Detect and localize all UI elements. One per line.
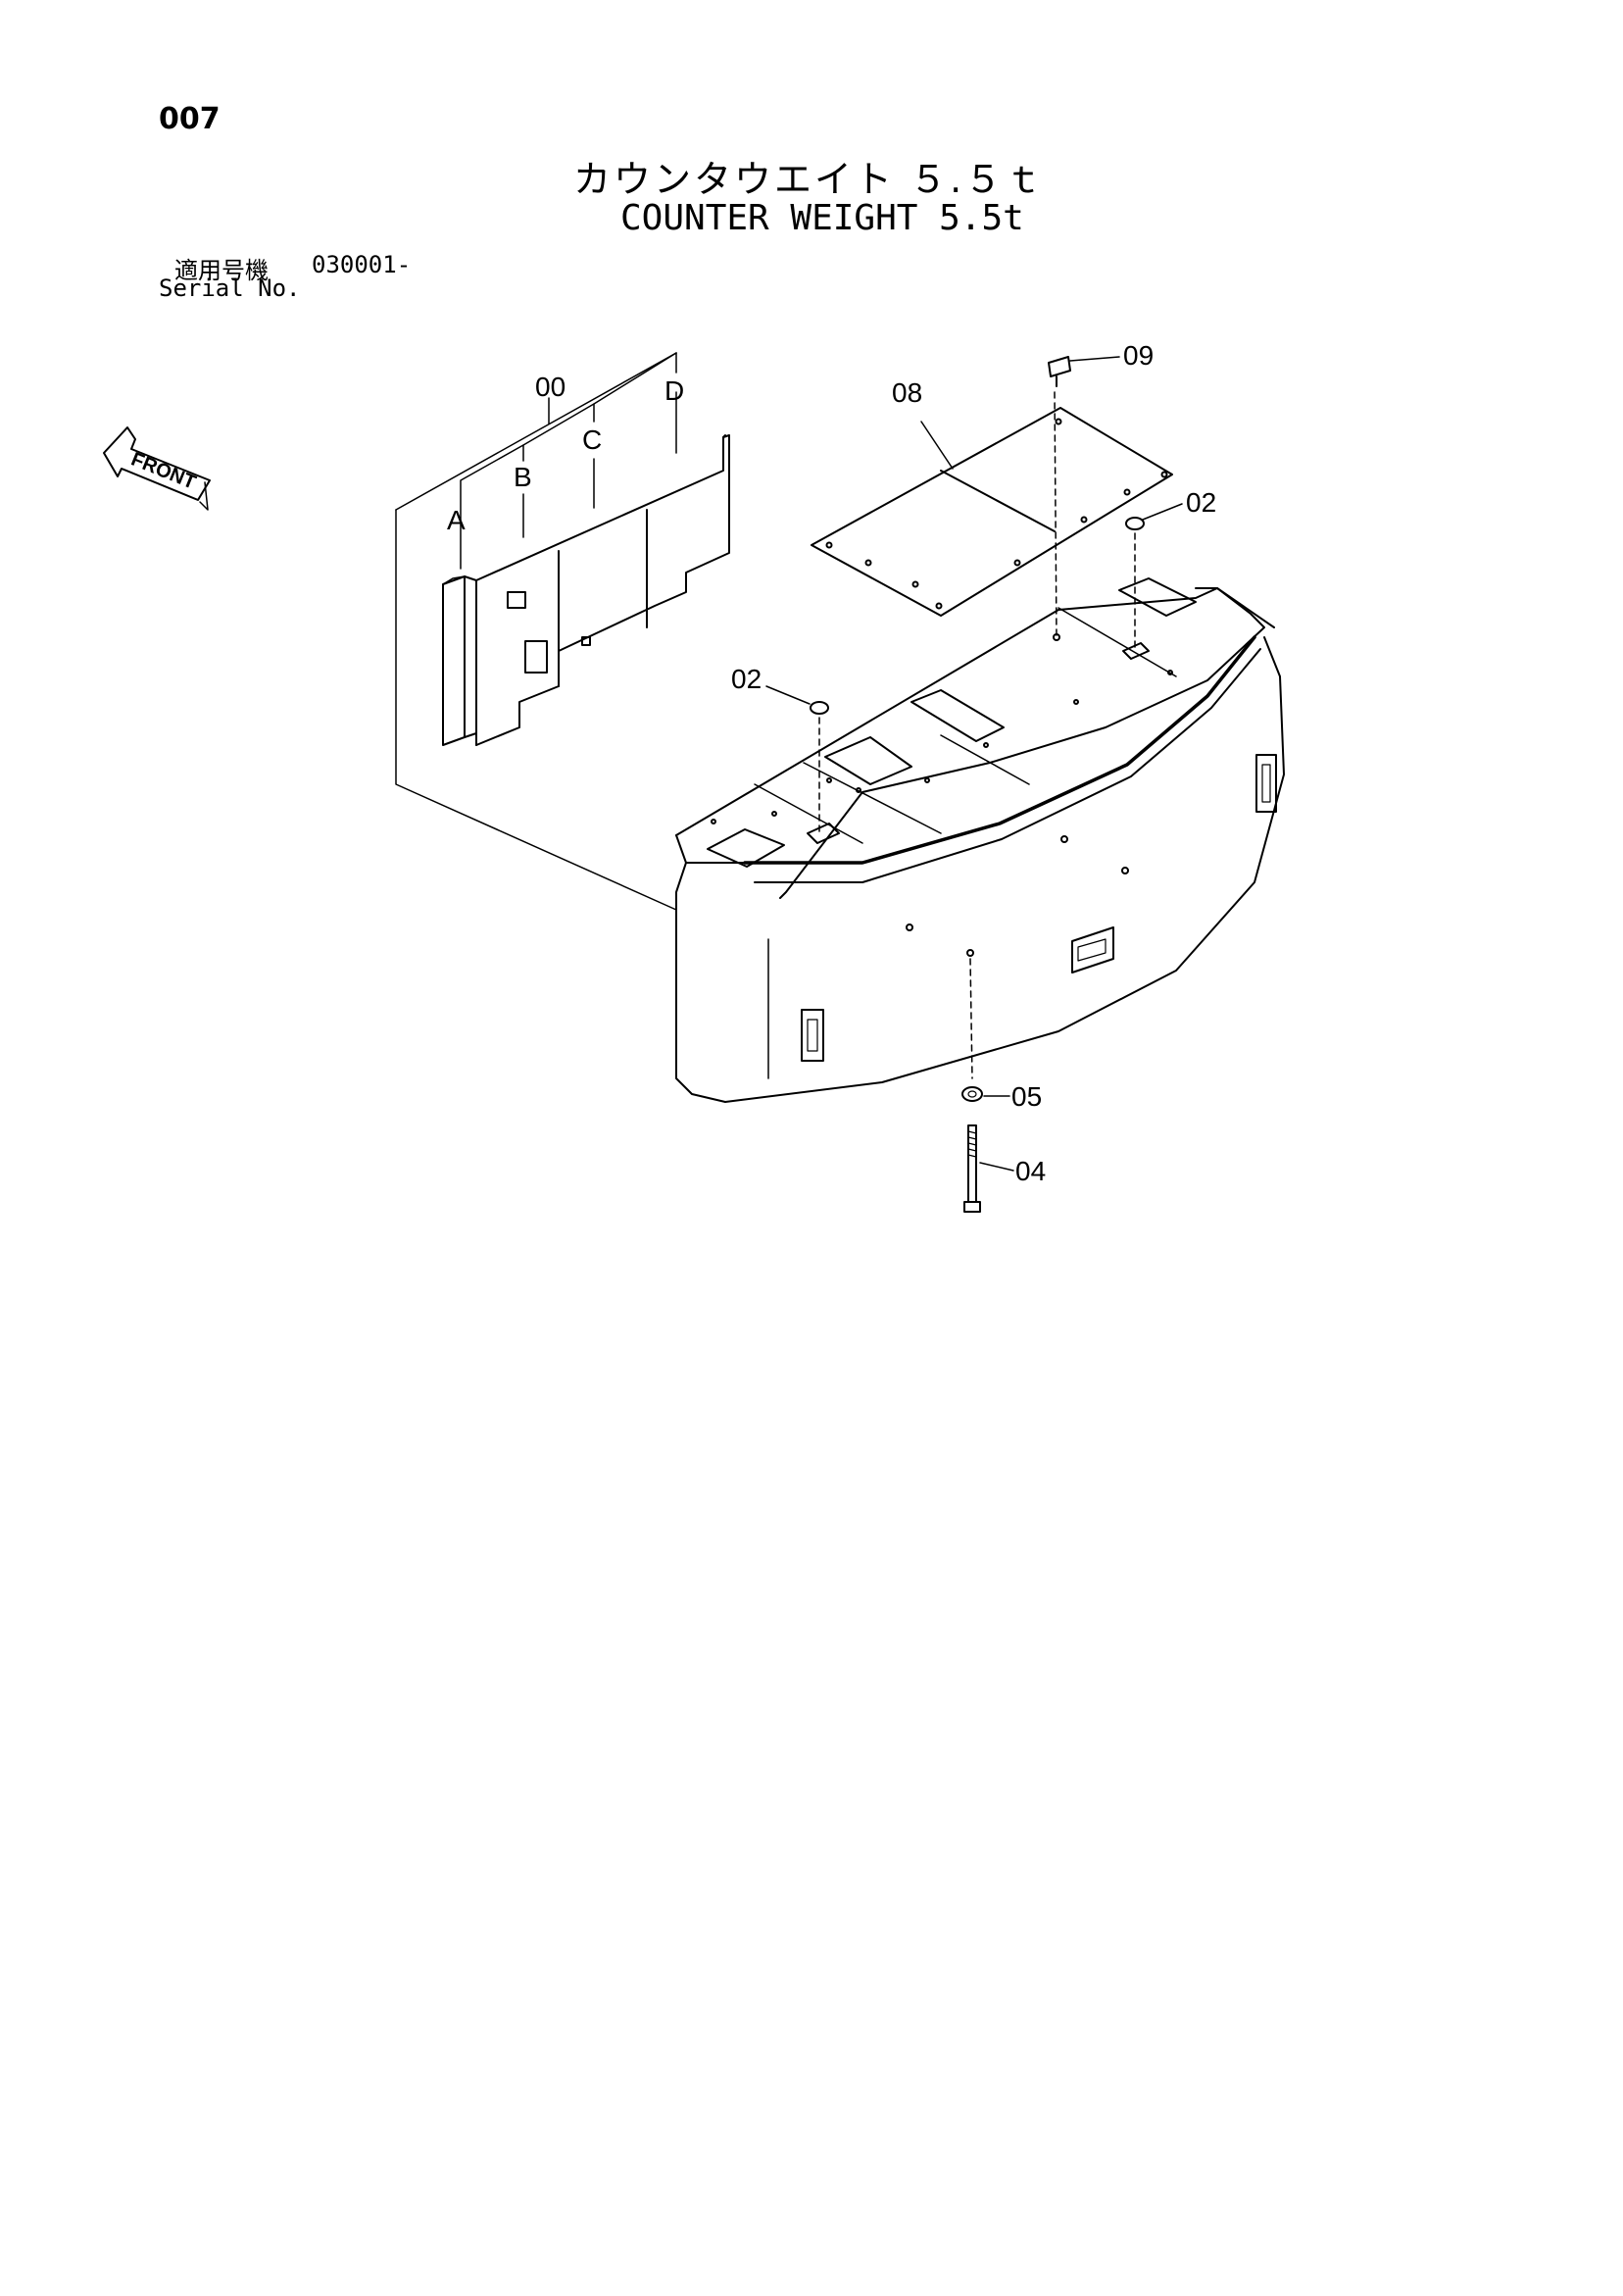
component-leader-lines xyxy=(460,352,677,570)
callout-b: B xyxy=(514,462,532,492)
cap-right-icon xyxy=(1125,517,1145,648)
bolt-icon xyxy=(963,1124,981,1213)
serial-label-english: Serial No. xyxy=(159,275,301,302)
callout-09: 09 xyxy=(1123,340,1154,371)
callout-05: 05 xyxy=(1011,1081,1042,1112)
leader-02-left xyxy=(765,685,811,705)
callout-00: 00 xyxy=(535,372,566,402)
cover-plate xyxy=(811,407,1173,617)
leader-02-right xyxy=(1142,503,1183,521)
cap-left-icon xyxy=(810,701,829,836)
callout-02-left: 02 xyxy=(731,664,762,694)
callout-a: A xyxy=(447,505,466,535)
leader-09 xyxy=(1069,356,1120,362)
callout-c: C xyxy=(582,424,602,455)
callout-02-right: 02 xyxy=(1186,487,1216,518)
callout-d: D xyxy=(664,375,684,406)
page-number: 007 xyxy=(159,102,221,136)
counterweight-components xyxy=(442,434,730,746)
callout-04: 04 xyxy=(1015,1156,1046,1186)
serial-label-japanese: 適用号機 xyxy=(174,257,269,284)
front-arrow-icon: FRONT xyxy=(103,426,211,511)
front-label: FRONT xyxy=(128,448,199,493)
counterweight-body xyxy=(675,577,1285,1103)
leader-08 xyxy=(920,421,954,470)
serial-number-value: 030001- xyxy=(312,251,412,278)
title-english: COUNTER WEIGHT 5.5t xyxy=(620,198,1024,238)
title-japanese: カウンタウエイト ５.５ｔ xyxy=(573,158,1046,201)
callout-08: 08 xyxy=(892,377,922,408)
cover-bolt-icon xyxy=(1048,356,1071,641)
washer-icon xyxy=(961,958,983,1102)
leader-04 xyxy=(979,1162,1014,1172)
assembly-frame xyxy=(395,352,677,911)
